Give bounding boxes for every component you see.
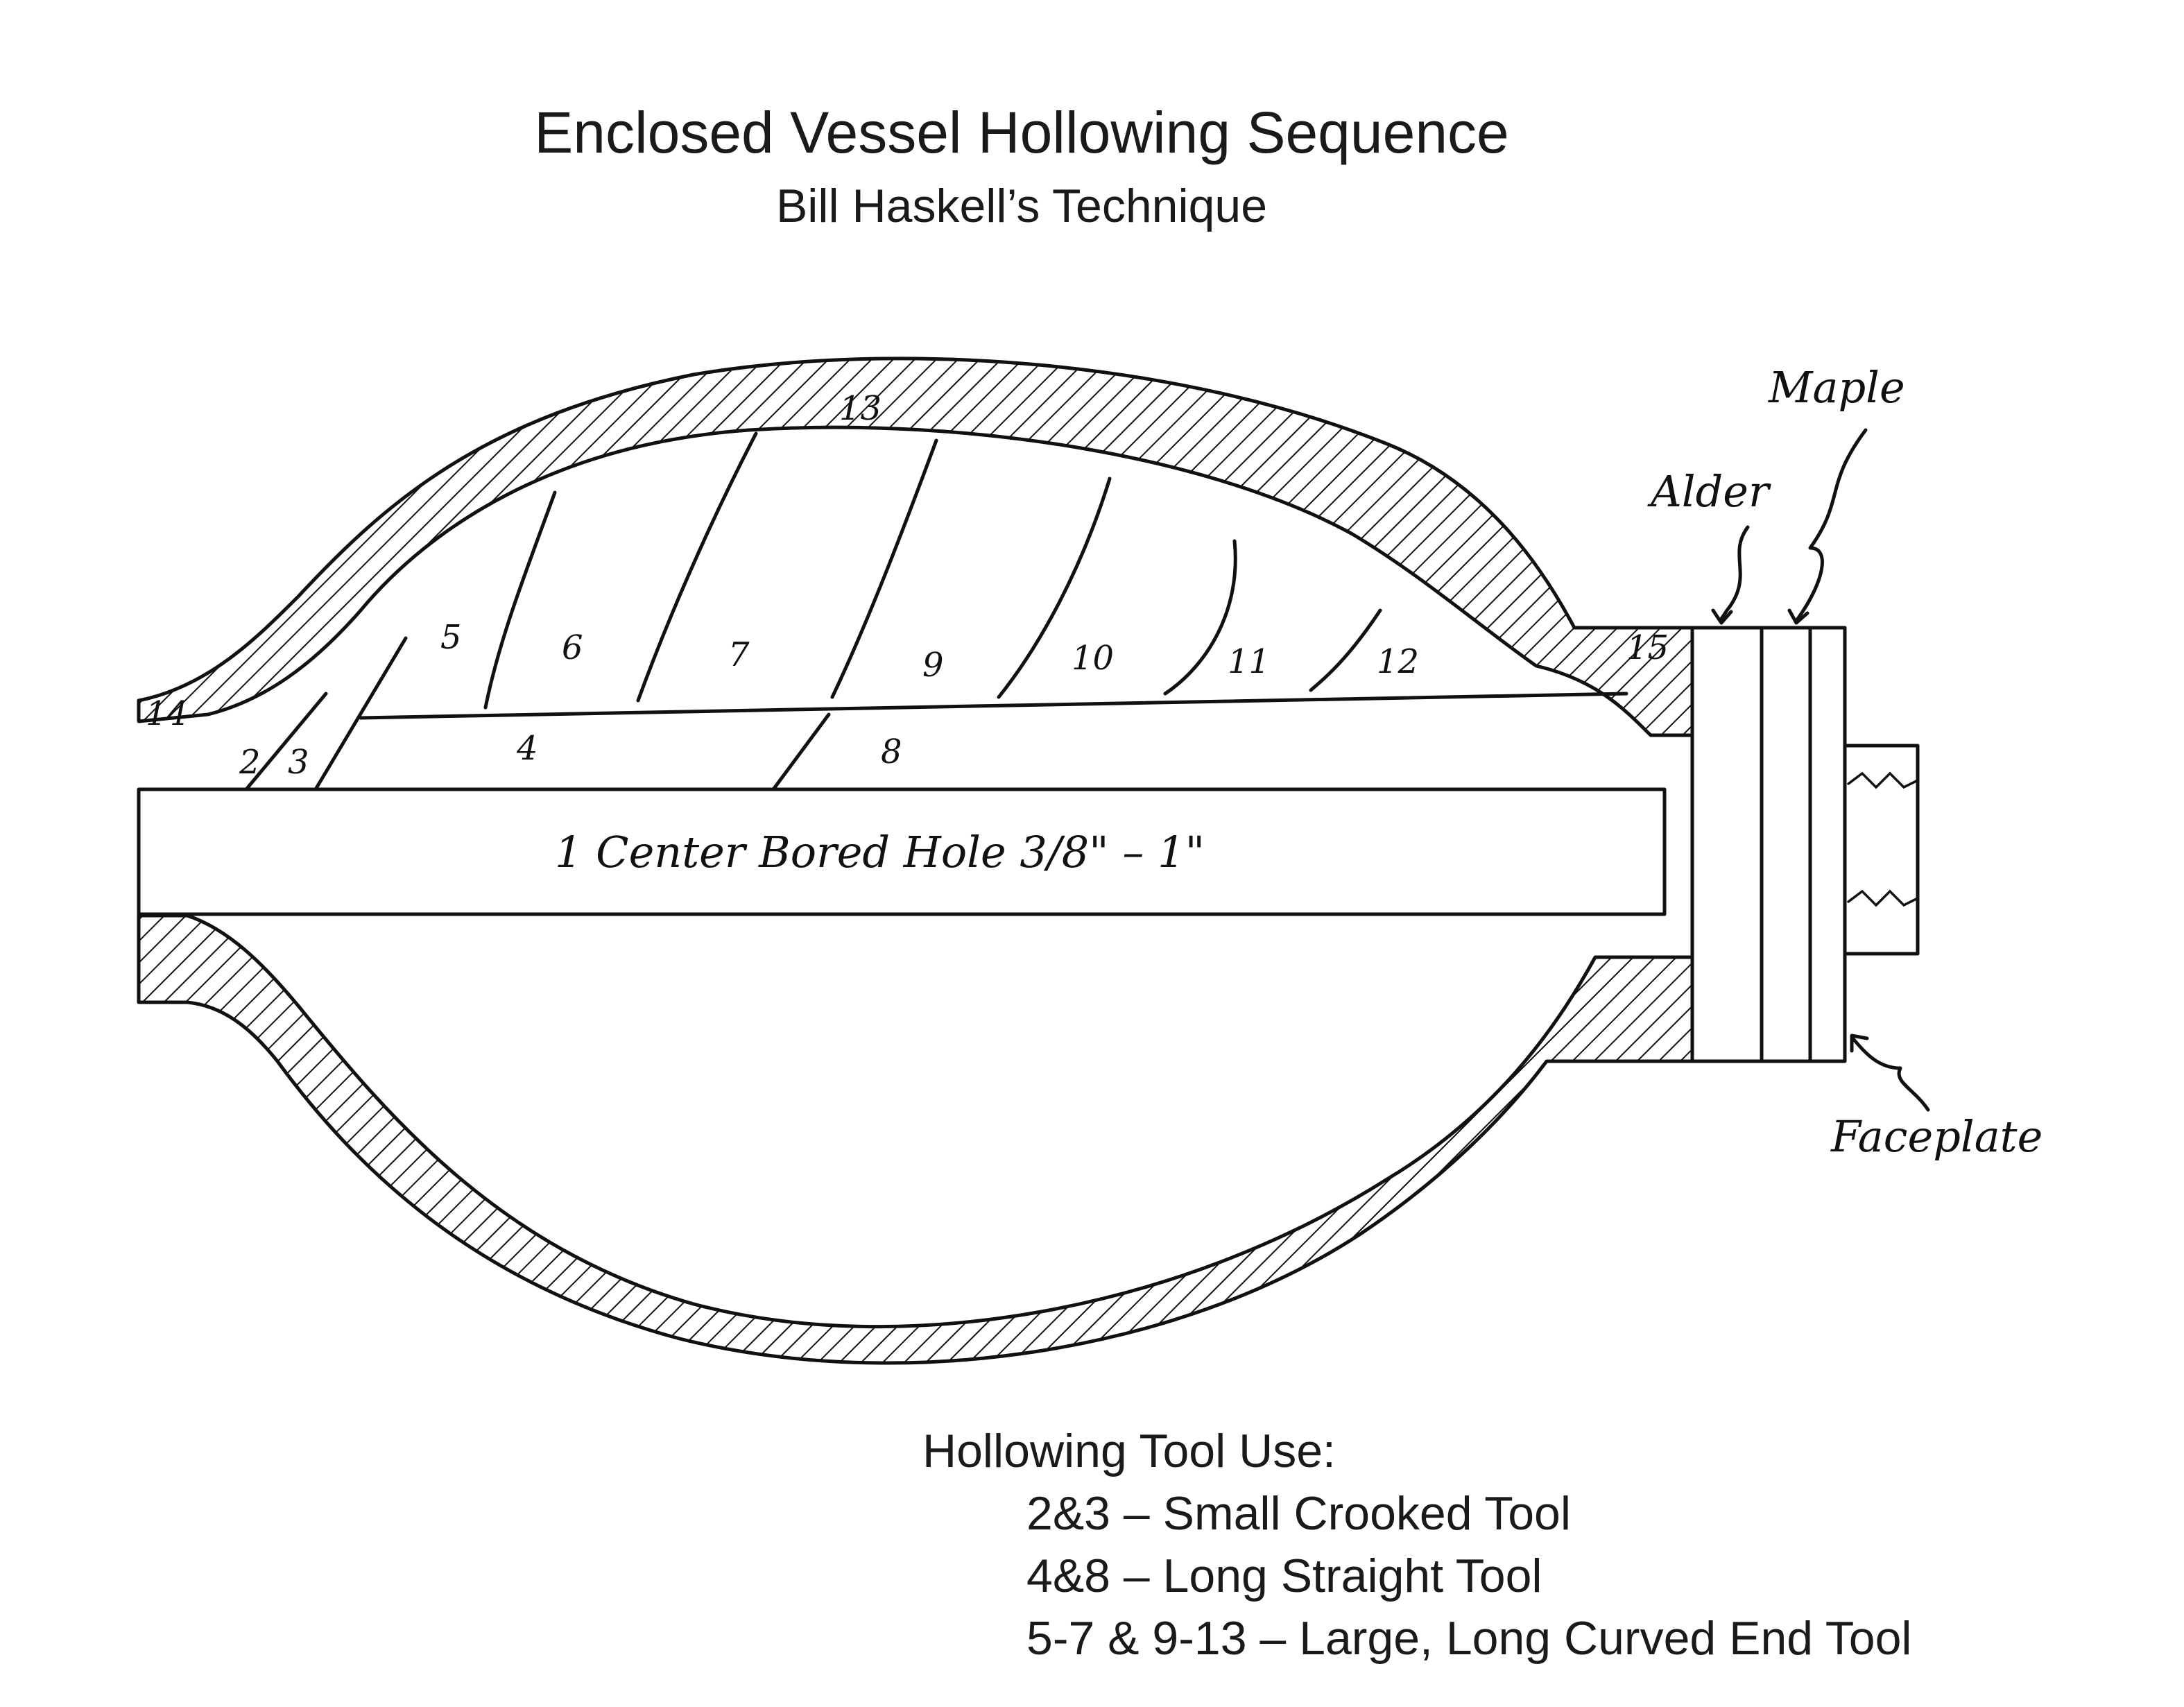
maple-arrow: [1794, 428, 1868, 623]
cut-label-7: 7: [728, 635, 750, 674]
thread-mark-upper: [1847, 771, 1919, 789]
legend-item-3: 5-7 & 9-13 – Large, Long Curved End Tool: [1026, 1612, 1912, 1665]
vessel-wall-upper: [137, 357, 1694, 737]
center-bored-hole: [137, 787, 1667, 916]
cut-label-15: 15: [1626, 628, 1669, 667]
faceplate-disc: [1808, 626, 1847, 1063]
page-title: Enclosed Vessel Hollowing Sequence: [534, 100, 1509, 165]
zone-divider-4-top: [359, 692, 1628, 720]
cut-label-10: 10: [1072, 639, 1114, 678]
curved-tool-sweeps: [483, 431, 1382, 710]
alder-label: Alder: [1647, 466, 1771, 517]
legend-heading: Hollowing Tool Use:: [922, 1425, 1336, 1477]
zone-divider-3: [313, 636, 408, 791]
cut-label-1: 1 Center Bored Hole 3/8" – 1": [555, 827, 1205, 877]
legend-item-1: 2&3 – Small Crooked Tool: [1026, 1487, 1571, 1540]
cut-label-14: 14: [146, 694, 188, 733]
cut-label-12: 12: [1377, 642, 1419, 681]
cut-label-2: 2: [239, 743, 261, 782]
lathe-spindle: [1843, 744, 1920, 956]
zone-divider-2: [244, 692, 328, 791]
cut-label-8: 8: [881, 732, 902, 771]
faceplate-arrow: [1850, 1035, 1930, 1112]
zone-divider-8: [771, 712, 831, 791]
page-subtitle: Bill Haskell’s Technique: [776, 180, 1267, 232]
cut-label-6: 6: [562, 628, 583, 667]
maple-block: [1760, 626, 1812, 1063]
cut-label-4: 4: [516, 729, 538, 768]
cut-label-11: 11: [1228, 642, 1270, 681]
thread-mark-lower: [1847, 889, 1919, 907]
maple-label: Maple: [1768, 362, 1905, 413]
alder-block: [1690, 626, 1764, 1063]
vessel-wall-lower: [137, 913, 1694, 1365]
legend-item-2: 4&8 – Long Straight Tool: [1026, 1550, 1542, 1602]
cut-label-5: 5: [440, 618, 462, 657]
alder-arrow: [1718, 525, 1750, 623]
maple-arrow-head: [1787, 608, 1809, 625]
cut-label-9: 9: [922, 646, 944, 685]
tool-use-legend: Hollowing Tool Use: 2&3 – Small Crooked …: [922, 1425, 1912, 1665]
alder-arrow-head: [1711, 608, 1733, 625]
cut-label-13: 13: [839, 389, 882, 428]
faceplate-label: Faceplate: [1830, 1111, 2043, 1162]
faceplate-arrow-head: [1850, 1033, 1869, 1053]
cut-label-3: 3: [288, 743, 309, 782]
